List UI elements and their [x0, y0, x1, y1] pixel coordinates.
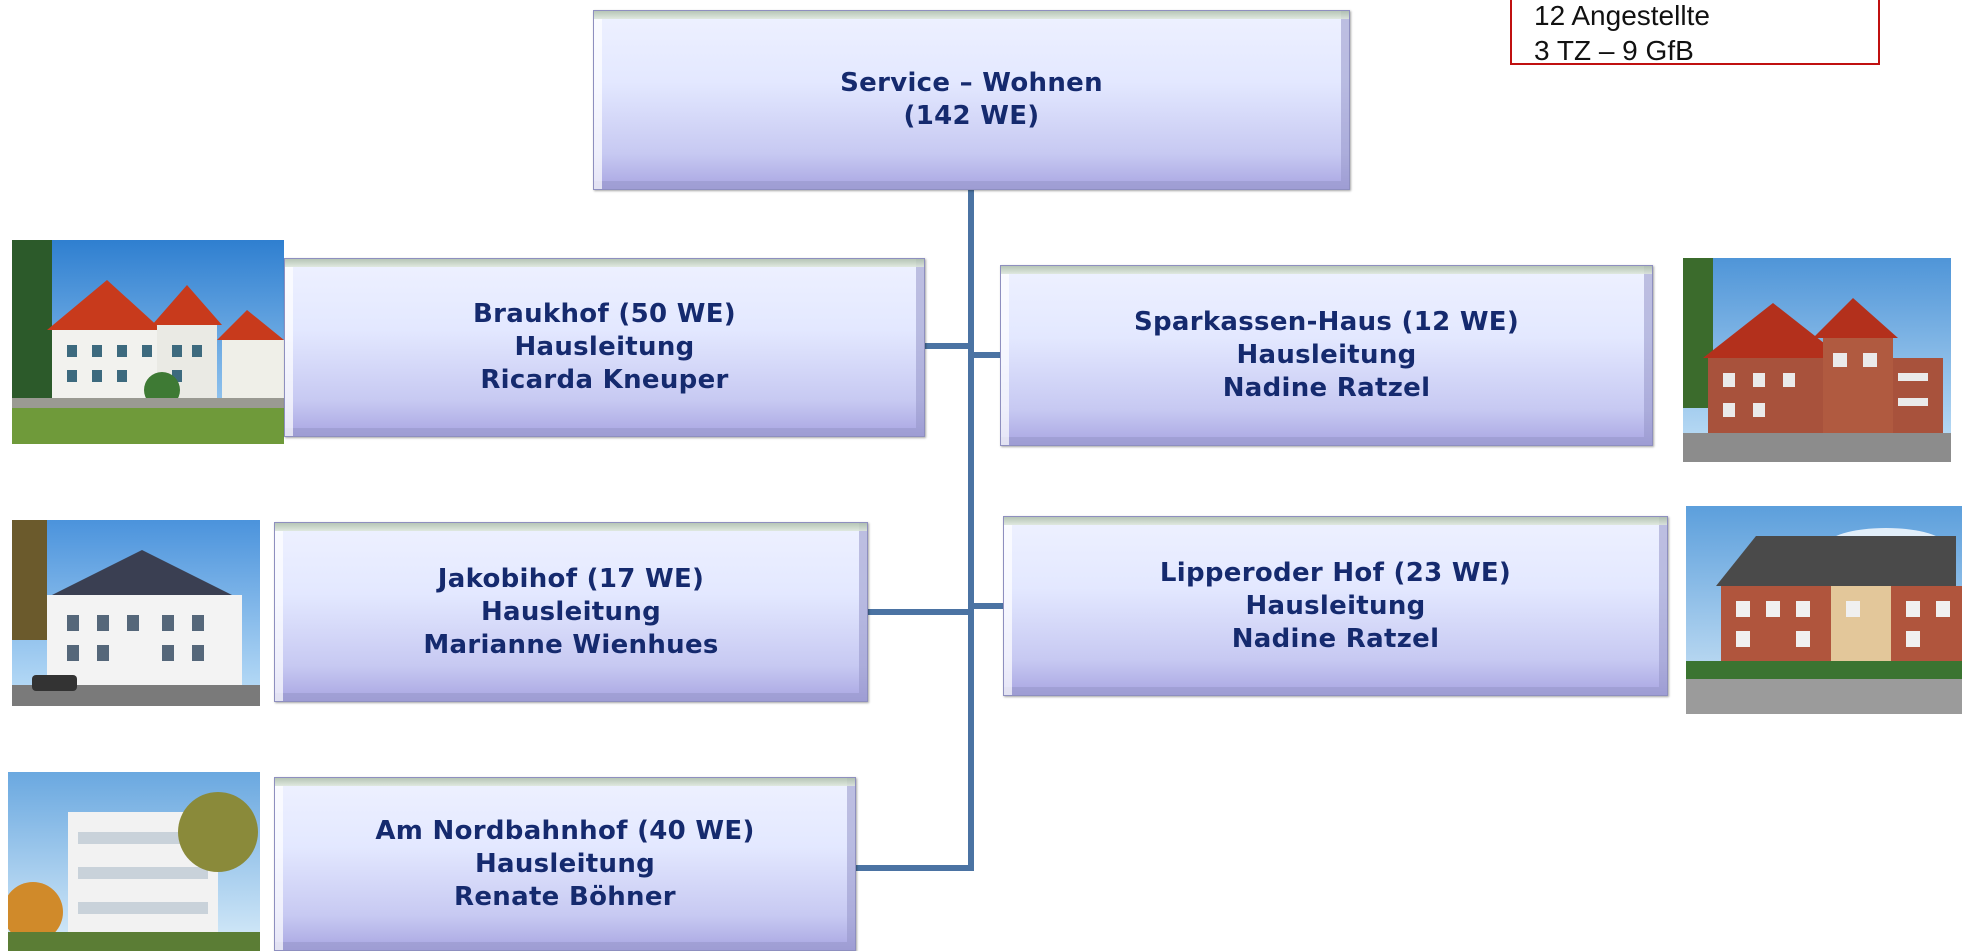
lipperoder-photo [1686, 506, 1962, 714]
root-node: Service – Wohnen (142 WE) [593, 10, 1350, 190]
root-title: Service – Wohnen [840, 68, 1103, 98]
jakobihof-title: Jakobihof (17 WE) [437, 563, 705, 594]
lipperoder-title: Lipperoder Hof (23 WE) [1159, 557, 1512, 588]
staff-count-text: 12 Angestellte [1534, 0, 1710, 31]
root-count: (142 WE) [903, 101, 1040, 131]
nordbahnhof-role: Hausleitung [474, 848, 656, 879]
braukhof-photo [12, 240, 284, 444]
nordbahnhof-node: Am Nordbahnhof (40 WE) Hausleitung Renat… [274, 777, 856, 951]
lipperoder-node: Lipperoder Hof (23 WE) Hausleitung Nadin… [1003, 516, 1668, 696]
lipperoder-role: Hausleitung [1245, 590, 1426, 621]
jakobihof-node: Jakobihof (17 WE) Hausleitung Marianne W… [274, 522, 868, 702]
lipperoder-manager: Nadine Ratzel [1231, 623, 1440, 654]
braukhof-manager: Ricarda Kneuper [480, 365, 729, 395]
sparkassen-role: Hausleitung [1236, 340, 1417, 370]
sparkassen-manager: Nadine Ratzel [1222, 373, 1431, 403]
braukhof-title: Braukhof (50 WE) [473, 299, 736, 329]
nordbahnhof-photo [8, 772, 260, 951]
jakobihof-manager: Marianne Wienhues [423, 629, 719, 660]
sparkassen-photo [1683, 258, 1951, 462]
sparkassen-node: Sparkassen-Haus (12 WE) Hausleitung Nadi… [1000, 265, 1653, 446]
jakobihof-role: Hausleitung [480, 596, 662, 627]
braukhof-role: Hausleitung [514, 332, 695, 362]
jakobihof-photo [12, 520, 260, 706]
staff-split-text: 3 TZ – 9 GfB [1534, 35, 1694, 66]
staff-info-box: 12 Angestellte 3 TZ – 9 GfB [1510, 0, 1880, 66]
braukhof-node: Braukhof (50 WE) Hausleitung Ricarda Kne… [284, 258, 925, 437]
sparkassen-title: Sparkassen-Haus (12 WE) [1133, 307, 1520, 337]
nordbahnhof-title: Am Nordbahnhof (40 WE) [375, 815, 755, 846]
nordbahnhof-manager: Renate Böhner [454, 881, 676, 912]
